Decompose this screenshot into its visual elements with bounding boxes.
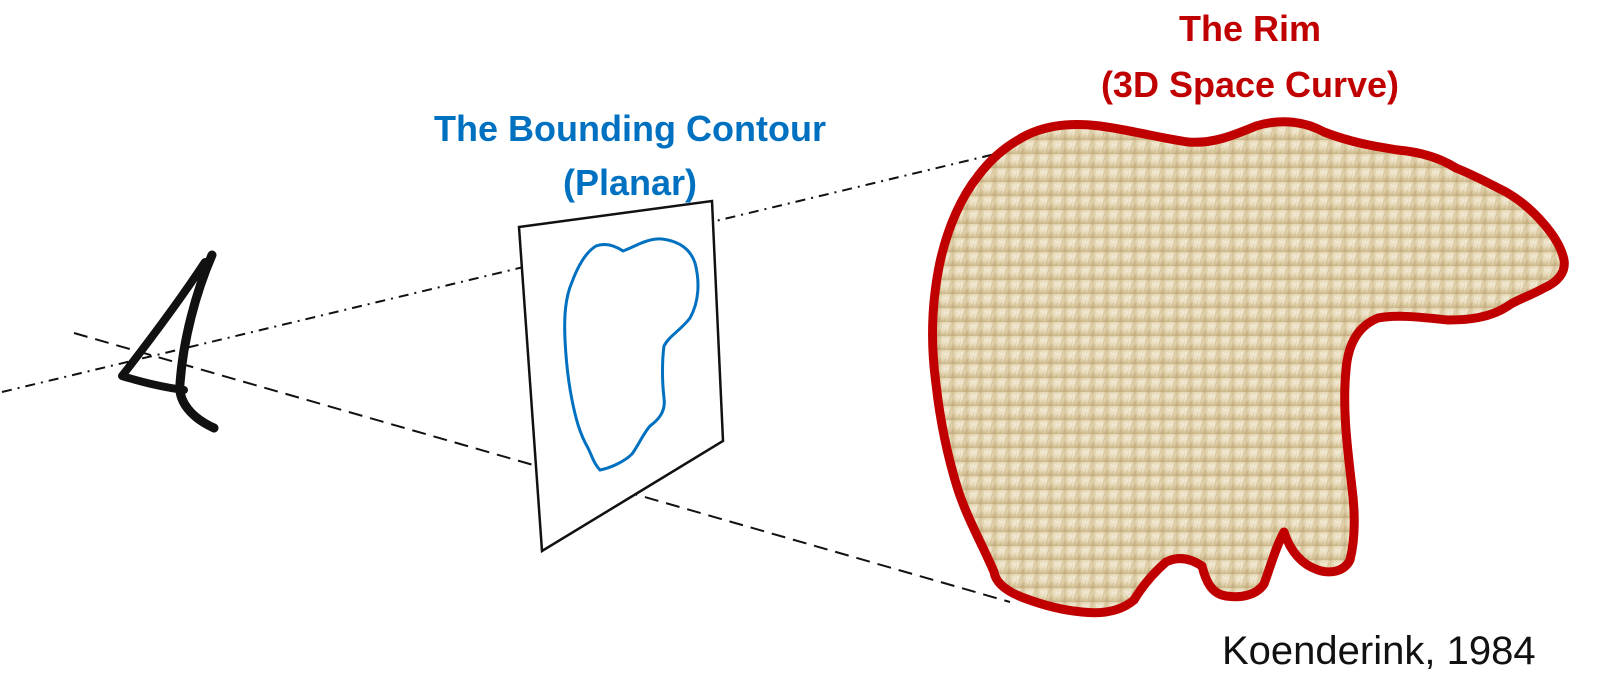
polar-bear-image — [933, 122, 1565, 613]
contour-title: The Bounding Contour — [395, 106, 865, 152]
rim-title: The Rim — [1080, 6, 1420, 52]
citation: Koenderink, 1984 — [1222, 626, 1602, 676]
eye-icon — [122, 255, 214, 428]
contour-subtitle: (Planar) — [395, 160, 865, 206]
rim-subtitle: (3D Space Curve) — [1080, 62, 1420, 108]
image-plane — [519, 201, 723, 551]
